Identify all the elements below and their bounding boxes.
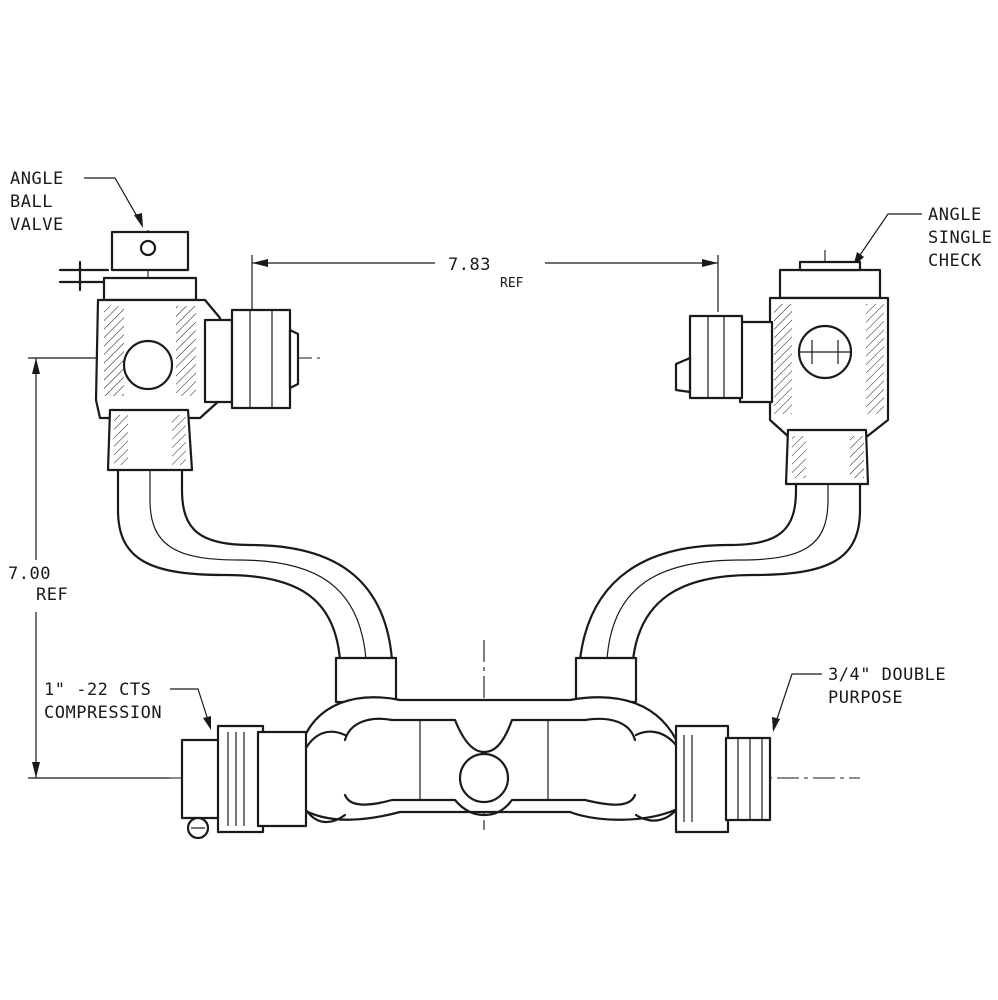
label-compression: 1" -22 CTS COMPRESSION xyxy=(44,680,211,730)
label-angle-single-check: ANGLE SINGLE CHECK xyxy=(853,205,992,271)
height-dimension-ref: REF xyxy=(36,585,68,605)
label-angle-ball-valve: ANGLE BALL VALVE xyxy=(10,169,143,235)
label-angle-ball-valve-line3: VALVE xyxy=(10,215,64,235)
left-compression-coupling xyxy=(180,724,347,840)
right-gooseneck-tube xyxy=(574,418,862,732)
right-double-purpose-coupling xyxy=(634,724,772,834)
width-dimension: 7.83 REF xyxy=(251,255,719,312)
left-gooseneck-tube xyxy=(116,418,400,732)
label-compression-line2: COMPRESSION xyxy=(44,703,162,723)
label-angle-ball-valve-line1: ANGLE xyxy=(10,169,64,189)
label-angle-ball-valve-line2: BALL xyxy=(10,192,53,212)
bottom-manifold xyxy=(298,696,682,821)
label-double-purpose-line1: 3/4" DOUBLE xyxy=(828,665,946,685)
height-dimension-value: 7.00 xyxy=(8,564,51,584)
width-dimension-ref: REF xyxy=(500,276,524,291)
label-double-purpose-line2: PURPOSE xyxy=(828,688,903,708)
right-angle-single-check xyxy=(674,260,890,486)
label-angle-single-check-line3: CHECK xyxy=(928,251,982,271)
height-dimension: 7.00 REF xyxy=(8,357,170,779)
label-angle-single-check-line1: ANGLE xyxy=(928,205,982,225)
width-dimension-value: 7.83 xyxy=(448,255,491,275)
left-angle-ball-valve xyxy=(58,230,300,472)
label-angle-single-check-line2: SINGLE xyxy=(928,228,992,248)
label-double-purpose: 3/4" DOUBLE PURPOSE xyxy=(772,665,946,732)
label-compression-line1: 1" -22 CTS xyxy=(44,680,151,700)
